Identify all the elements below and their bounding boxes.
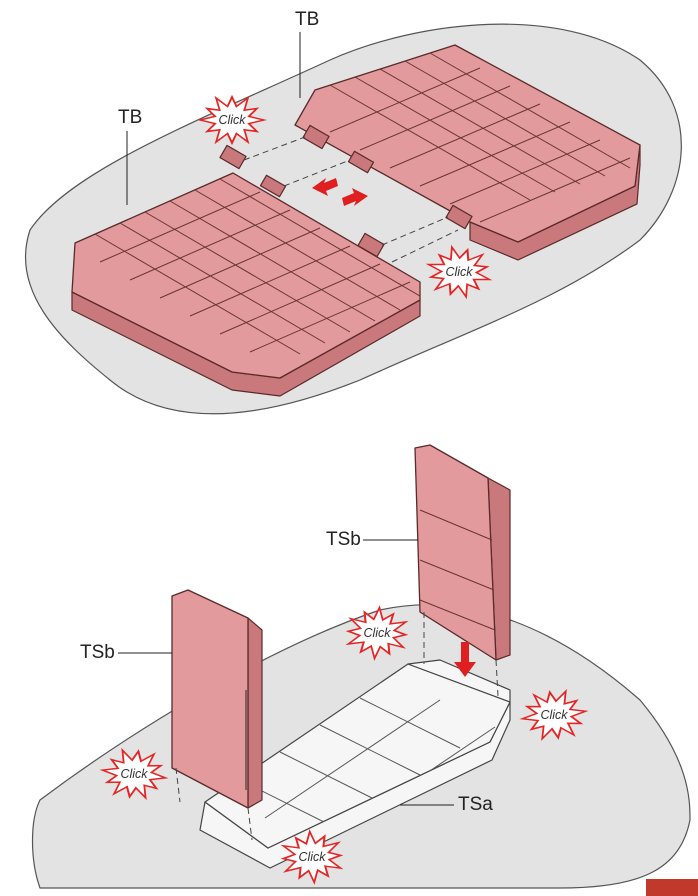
- bottom-section: TSb TSb TSa: [31, 444, 691, 889]
- tb-right-panel: [294, 44, 641, 261]
- align-line-6: [247, 807, 253, 841]
- top-section: TB TB: [24, 9, 682, 415]
- click-label: Click: [445, 265, 473, 279]
- align-line-4: [391, 229, 459, 263]
- tb-left-grid: [94, 178, 420, 355]
- arrow-down-icon: [454, 642, 476, 677]
- align-line-5: [175, 767, 181, 803]
- click-label: Click: [363, 626, 391, 640]
- page-corner-tab: [646, 879, 698, 896]
- label-tb-top: TB: [295, 9, 319, 30]
- click-burst-icon: Click: [345, 605, 409, 661]
- align-line-8: [495, 659, 499, 697]
- click-label: Click: [298, 850, 326, 864]
- click-burst-icon: Click: [197, 94, 267, 146]
- click-burst-icon: Click: [280, 829, 344, 885]
- click-label: Click: [218, 113, 246, 127]
- tsa-tray: [199, 659, 511, 869]
- click-burst-icon: Click: [99, 747, 169, 801]
- align-line-2: [283, 159, 351, 187]
- tsb-right-panel: [414, 444, 511, 661]
- label-tb-left: TB: [118, 107, 142, 128]
- click-burst-icon: Click: [425, 244, 493, 300]
- label-tsb-right: TSb: [326, 529, 361, 550]
- click-label: Click: [540, 708, 568, 722]
- align-line-3: [381, 216, 449, 246]
- tb-right-grid: [329, 52, 631, 223]
- click-burst-icon: Click: [519, 689, 589, 741]
- label-tsa: TSa: [458, 794, 493, 815]
- tsb-left-panel: [171, 589, 263, 809]
- label-tsb-left: TSb: [80, 642, 115, 663]
- align-line-1: [243, 136, 306, 161]
- double-arrow-icon: [312, 178, 368, 206]
- tb-left-panel: [71, 144, 421, 397]
- tsb-right-grid: [419, 509, 496, 631]
- click-label: Click: [120, 767, 148, 781]
- click-bursts: Click Click Click Click Click Click: [99, 94, 589, 885]
